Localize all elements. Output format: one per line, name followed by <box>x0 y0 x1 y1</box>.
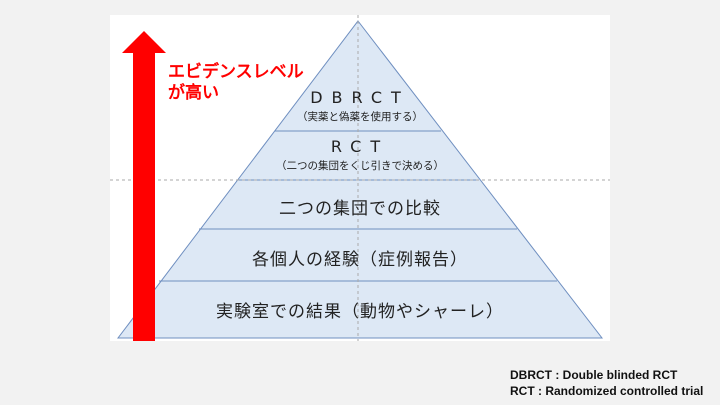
evidence-label-line2: が高い <box>168 83 219 103</box>
abbreviation-legend: DBRCT : Double blinded RCT RCT : Randomi… <box>510 367 703 399</box>
level-3-title: 二つの集団での比較 <box>279 199 441 219</box>
legend-line-dbrct: DBRCT : Double blinded RCT <box>510 368 678 382</box>
evidence-level-label: エビデンスレベル が高い <box>168 62 304 104</box>
legend-line-rct: RCT : Randomized controlled trial <box>510 384 704 398</box>
level-5-title: 実験室での結果（動物やシャーレ） <box>216 302 504 322</box>
evidence-label-line1: エビデンスレベル <box>168 62 304 82</box>
level-2-subtitle: （二つの集団をくじ引きで決める） <box>276 160 444 172</box>
level-1-title: DBRCT <box>310 88 410 107</box>
level-2-title: RCT <box>330 137 390 156</box>
level-1-subtitle: （実薬と偽薬を使用する） <box>297 111 423 123</box>
level-4-title: 各個人の経験（症例報告） <box>252 250 468 270</box>
arrow-up-icon <box>122 31 166 341</box>
